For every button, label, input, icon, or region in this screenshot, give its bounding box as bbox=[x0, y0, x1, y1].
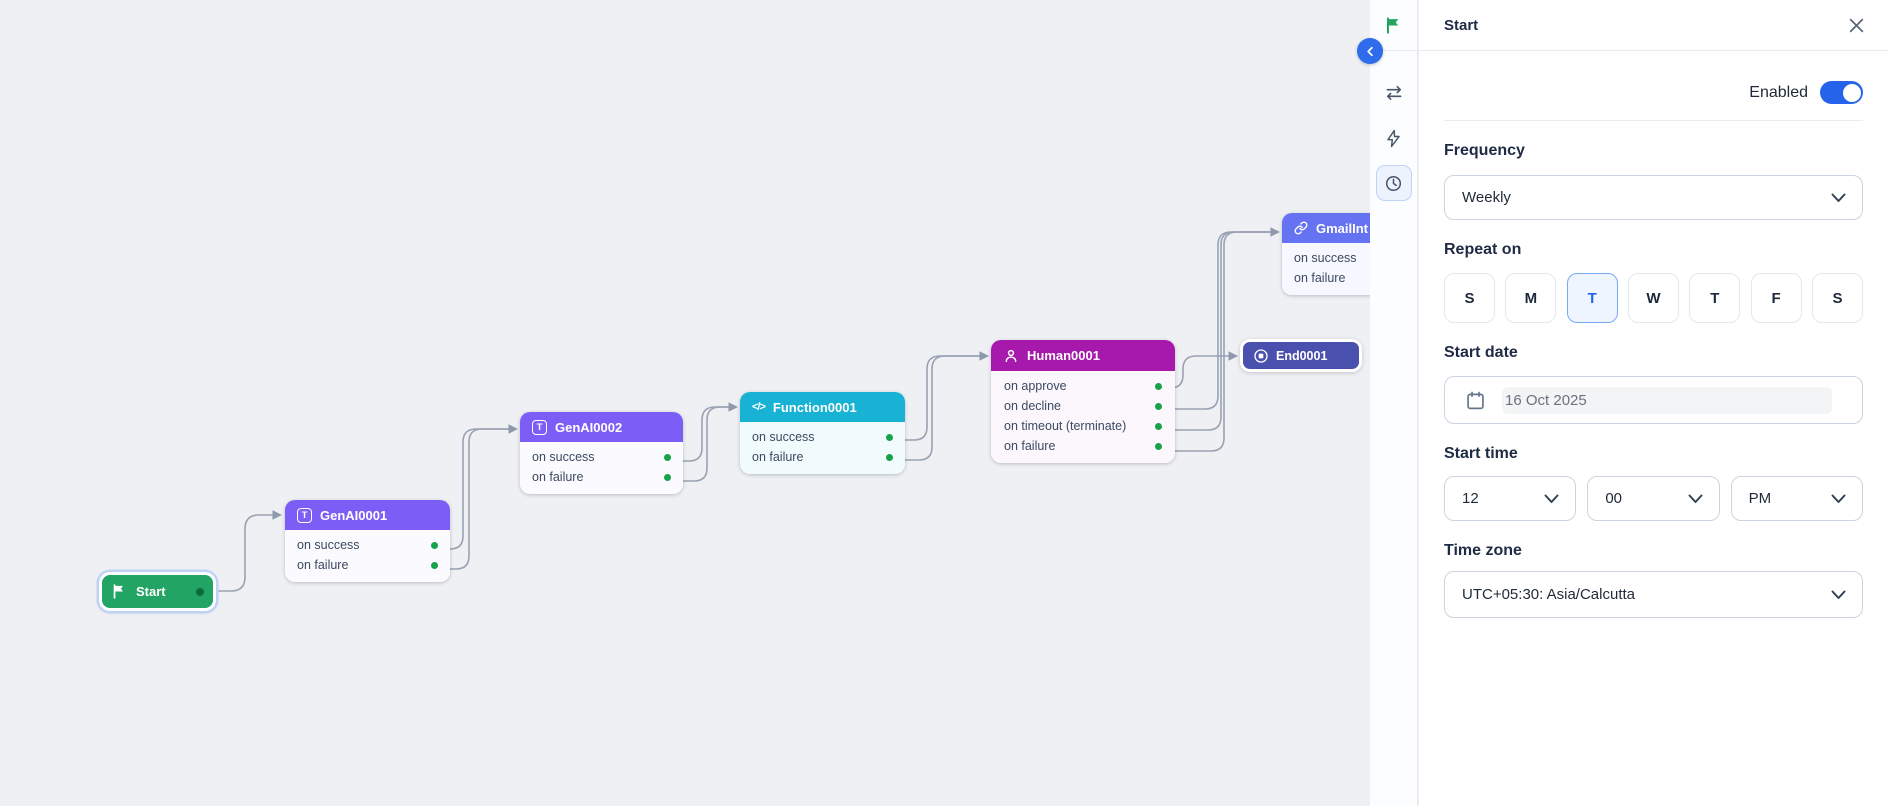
day-button-wednesday[interactable]: W bbox=[1627, 273, 1679, 323]
time-zone-label: Time zone bbox=[1444, 542, 1522, 559]
link-icon bbox=[1294, 221, 1308, 235]
frequency-select[interactable]: Weekly bbox=[1444, 175, 1863, 220]
repeat-days: S M T W T F S bbox=[1444, 273, 1863, 323]
start-date-input[interactable]: 16 Oct 2025 bbox=[1444, 376, 1863, 424]
node-title: GmailInt bbox=[1316, 220, 1369, 236]
frequency-value: Weekly bbox=[1462, 189, 1511, 206]
output-port[interactable] bbox=[886, 453, 893, 461]
node-start[interactable]: Start bbox=[99, 572, 216, 611]
output-port[interactable] bbox=[196, 587, 204, 596]
repeat-on-label: Repeat on bbox=[1444, 241, 1522, 258]
node-genai0002[interactable]: T GenAI0002 on success on failure bbox=[520, 412, 683, 494]
chevron-left-icon bbox=[1366, 46, 1373, 56]
output-port[interactable] bbox=[1155, 402, 1162, 410]
output-port[interactable] bbox=[431, 561, 438, 569]
minute-value: 00 bbox=[1605, 490, 1623, 507]
minute-select[interactable]: 00 bbox=[1587, 476, 1720, 521]
output-row: on failure bbox=[285, 555, 450, 575]
chevron-down-icon bbox=[1831, 494, 1846, 503]
output-port[interactable] bbox=[1155, 422, 1162, 430]
enabled-toggle[interactable] bbox=[1820, 81, 1863, 104]
day-button-saturday[interactable]: S bbox=[1811, 273, 1863, 323]
panel-title: Start bbox=[1444, 16, 1479, 34]
genai-icon: T bbox=[297, 507, 312, 523]
meridiem-value: PM bbox=[1748, 490, 1772, 507]
node-end0001[interactable]: End0001 bbox=[1240, 339, 1362, 372]
meridiem-select[interactable]: PM bbox=[1730, 476, 1863, 521]
chevron-down-icon bbox=[1544, 494, 1559, 503]
day-button-monday[interactable]: M bbox=[1505, 273, 1557, 323]
close-icon bbox=[1849, 18, 1863, 32]
collapse-panel-button[interactable] bbox=[1357, 38, 1383, 64]
code-icon: </> bbox=[752, 401, 766, 413]
start-date-label: Start date bbox=[1444, 344, 1518, 361]
day-button-tuesday[interactable]: T bbox=[1566, 273, 1618, 323]
node-gmailint[interactable]: GmailInt on success on failure bbox=[1282, 213, 1370, 295]
node-title: GenAI0002 bbox=[555, 419, 623, 435]
output-port[interactable] bbox=[431, 541, 438, 549]
stop-circle-icon bbox=[1254, 348, 1268, 363]
divider bbox=[1444, 120, 1863, 121]
lightning-icon[interactable] bbox=[1376, 120, 1412, 156]
output-row: on success bbox=[1282, 248, 1370, 268]
output-port[interactable] bbox=[886, 433, 893, 441]
chevron-down-icon bbox=[1688, 494, 1703, 503]
output-row: on failure bbox=[740, 447, 905, 467]
day-button-sunday[interactable]: S bbox=[1444, 273, 1495, 323]
output-row: on success bbox=[740, 427, 905, 447]
start-date-value: 16 Oct 2025 bbox=[1505, 391, 1587, 409]
output-row: on failure bbox=[520, 467, 683, 487]
time-zone-select[interactable]: UTC+05:30: Asia/Calcutta bbox=[1444, 571, 1863, 618]
schedule-clock-icon[interactable] bbox=[1375, 165, 1412, 201]
chevron-down-icon bbox=[1831, 590, 1846, 599]
hour-select[interactable]: 12 bbox=[1444, 476, 1577, 521]
node-title: End0001 bbox=[1276, 348, 1328, 363]
flag-icon bbox=[1387, 16, 1399, 34]
output-row: on decline bbox=[991, 396, 1175, 416]
output-port[interactable] bbox=[1155, 442, 1162, 450]
output-port[interactable] bbox=[664, 473, 671, 481]
workflow-canvas[interactable]: Start T GenAI0001 on success on failure … bbox=[0, 0, 1370, 806]
node-genai0001[interactable]: T GenAI0001 on success on failure bbox=[285, 500, 450, 582]
node-title: GenAI0001 bbox=[320, 507, 388, 523]
person-icon bbox=[1005, 349, 1017, 362]
flag-icon bbox=[113, 584, 124, 599]
node-human0001[interactable]: Human0001 on approve on decline on timeo… bbox=[991, 340, 1175, 463]
connector-lines bbox=[214, 227, 1280, 592]
output-row: on success bbox=[520, 447, 683, 467]
time-zone-value: UTC+05:30: Asia/Calcutta bbox=[1462, 586, 1636, 603]
hour-value: 12 bbox=[1462, 490, 1479, 507]
node-function0001[interactable]: </> Function0001 on success on failure bbox=[740, 392, 905, 474]
output-port[interactable] bbox=[664, 453, 671, 461]
enabled-row: Enabled bbox=[1444, 81, 1863, 104]
close-panel-button[interactable] bbox=[1842, 11, 1870, 39]
output-row: on failure bbox=[1282, 268, 1370, 288]
output-row: on timeout (terminate) bbox=[991, 416, 1175, 436]
panel-icon-rail bbox=[1370, 0, 1418, 806]
calendar-icon bbox=[1467, 391, 1484, 409]
node-title: Human0001 bbox=[1027, 348, 1100, 363]
swap-arrows-icon[interactable] bbox=[1376, 75, 1412, 111]
start-time-label: Start time bbox=[1444, 445, 1518, 462]
day-button-thursday[interactable]: T bbox=[1689, 273, 1741, 323]
frequency-label: Frequency bbox=[1444, 142, 1525, 159]
node-title: Start bbox=[136, 584, 166, 599]
chevron-down-icon bbox=[1831, 193, 1846, 202]
output-row: on failure bbox=[991, 436, 1175, 456]
output-port[interactable] bbox=[1155, 382, 1162, 390]
start-settings-panel: Start Enabled Frequency Weekly Repeat on… bbox=[1419, 0, 1888, 806]
node-title: Function0001 bbox=[772, 399, 857, 415]
genai-icon: T bbox=[532, 419, 547, 435]
enabled-label: Enabled bbox=[1749, 83, 1808, 101]
output-row: on approve bbox=[991, 376, 1175, 396]
output-row: on success bbox=[285, 535, 450, 555]
panel-header: Start bbox=[1419, 0, 1888, 51]
day-button-friday[interactable]: F bbox=[1750, 273, 1802, 323]
